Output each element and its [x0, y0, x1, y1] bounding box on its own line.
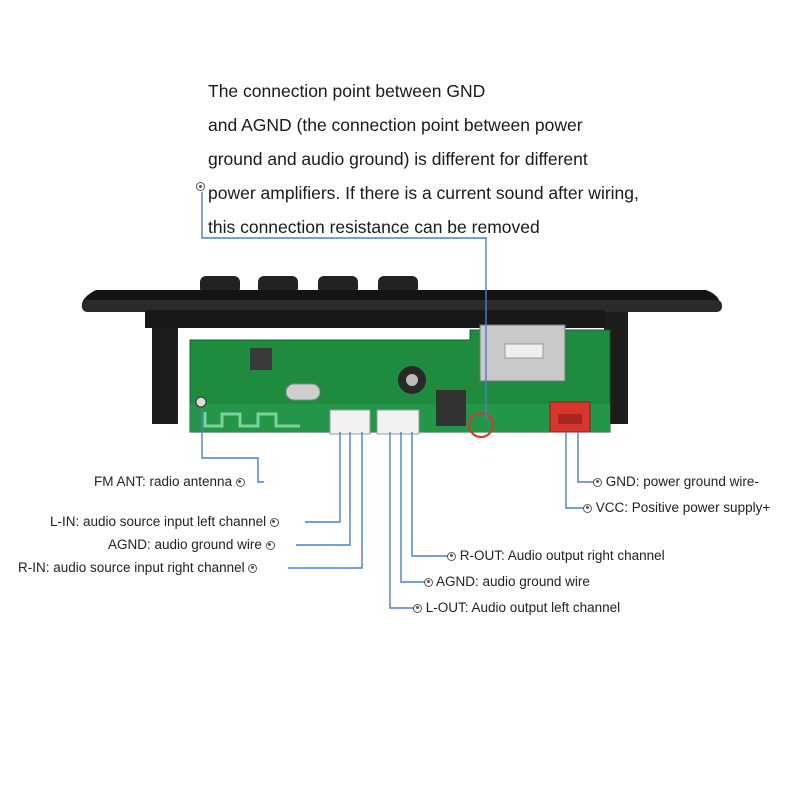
vcc-label: VCC: Positive power supply+: [583, 500, 770, 516]
r-in-label: R-IN: audio source input right channel: [18, 560, 258, 576]
leader-lines: [201, 192, 594, 609]
fm-ant-label: FM ANT: radio antenna: [94, 474, 245, 490]
l-out-label: L-OUT: Audio output left channel: [413, 600, 620, 616]
note-line: power amplifiers. If there is a current …: [208, 183, 639, 203]
fm-ant-bullet-icon: [235, 477, 245, 487]
agnd-right-label: AGND: audio ground wire: [424, 574, 590, 590]
note-line: The connection point between GND: [208, 81, 486, 101]
l-out-text: L-OUT: Audio output left channel: [425, 600, 621, 615]
crystal: [285, 383, 321, 401]
fm-ant-text: FM ANT: radio antenna: [94, 474, 233, 489]
r-out-label: R-OUT: Audio output right channel: [447, 548, 665, 564]
vcc-text: VCC: Positive power supply+: [595, 500, 771, 515]
left-bracket: [152, 312, 178, 424]
agnd-right-bullet-icon: [424, 577, 433, 587]
note-line: and AGND (the connection point between p…: [208, 115, 583, 135]
input-connector: [329, 409, 371, 435]
l-in-label: L-IN: audio source input left channel: [50, 514, 279, 530]
note-line: this connection resistance can be remove…: [208, 217, 540, 237]
gnd-label: GND: power ground wire-: [593, 474, 759, 490]
note-line: ground and audio ground) is different fo…: [208, 149, 588, 169]
agnd-left-bullet-icon: [265, 540, 275, 550]
agnd-resistor-circle: [468, 412, 494, 438]
agnd-right-text: AGND: audio ground wire: [436, 574, 590, 589]
gnd-bullet-icon: [593, 477, 602, 487]
agnd-left-text: AGND: audio ground wire: [108, 537, 262, 552]
ic-chip: [250, 348, 272, 370]
l-in-bullet-icon: [269, 517, 279, 527]
r-out-text: R-OUT: Audio output right channel: [459, 548, 665, 563]
connection-note: The connection point between GND and AGN…: [208, 74, 639, 244]
r-in-bullet-icon: [248, 563, 258, 573]
regulator: [436, 390, 466, 426]
l-in-text: L-IN: audio source input left channel: [50, 514, 267, 529]
bt-antenna-trace: [203, 412, 300, 428]
button-knobs: [200, 276, 418, 294]
fm-antenna-pad: [195, 396, 207, 408]
l-out-bullet-icon: [413, 603, 422, 613]
vcc-bullet-icon: [583, 503, 592, 513]
note-bullet-icon: [196, 182, 205, 191]
r-out-bullet-icon: [447, 551, 456, 561]
output-connector: [376, 409, 420, 435]
agnd-left-label: AGND: audio ground wire: [108, 537, 275, 553]
r-in-text: R-IN: audio source input right channel: [18, 560, 245, 575]
gnd-text: GND: power ground wire-: [605, 474, 759, 489]
